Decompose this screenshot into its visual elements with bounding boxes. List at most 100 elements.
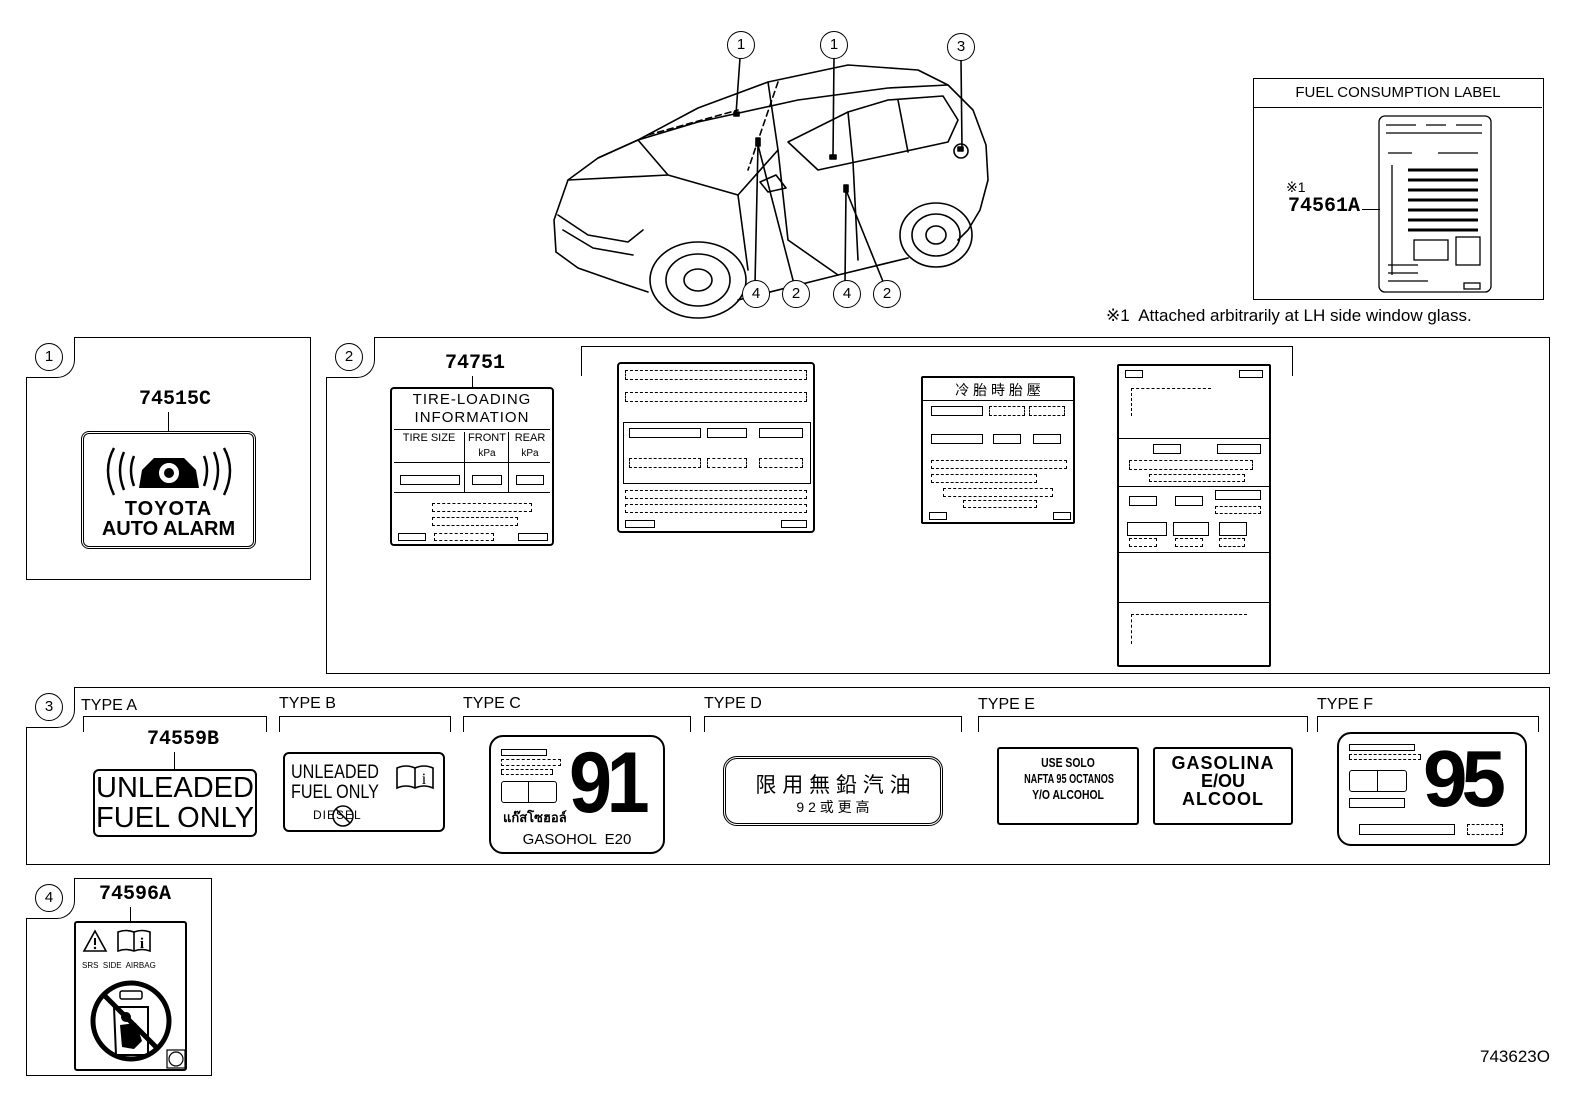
cjk-line (931, 460, 1067, 469)
callout-1: 1 (35, 343, 63, 371)
type-e1-line3: Y/O ALCOHOL (1032, 787, 1104, 802)
type-f-box (1349, 770, 1407, 792)
panel-3-tab: 3 (26, 687, 75, 728)
tall-field (1219, 538, 1245, 547)
tall-field (1173, 522, 1209, 536)
type-f-number: 95 (1423, 734, 1506, 823)
cjk-line (943, 488, 1053, 497)
panel-4-tab: 4 (26, 878, 75, 919)
no-diesel-icon (332, 805, 354, 827)
type-f-footer (1467, 824, 1503, 835)
cjk-field (931, 434, 983, 444)
fuel-label-drawing (1378, 115, 1492, 293)
tall-divider (1119, 552, 1269, 553)
callout-1: 1 (820, 31, 848, 59)
panel-3-fuel-labels: 3 TYPE A TYPE B TYPE C TYPE D TYPE E TYP… (26, 687, 1550, 865)
callout-3: 3 (35, 693, 63, 721)
type-b-heading: TYPE B (279, 695, 336, 712)
type-c-number: 91 (569, 735, 650, 831)
tall-divider (1119, 438, 1269, 439)
type-f-box-divider (1377, 771, 1378, 791)
tall-line (1129, 460, 1253, 470)
tire-text-line (432, 503, 532, 512)
panel-2-tire-labels: 2 74751 TIRE-LOADING INFORMATION TIRE SI… (326, 337, 1550, 674)
svg-text:i: i (422, 771, 427, 788)
manual-info-icon: i (117, 929, 151, 953)
tall-divider (1119, 602, 1269, 603)
callout-3: 3 (947, 33, 975, 61)
tall-field (1153, 444, 1181, 454)
type-d-label: 限 用 無 鉛 汽 油 9 2 或 更 高 (723, 756, 943, 826)
type-a-leader (174, 752, 175, 770)
unit-rear: kPa (521, 448, 539, 459)
tire-label-cjk: 冷 胎 時 胎 壓 (921, 376, 1075, 524)
tire-loading-label: TIRE-LOADING INFORMATION TIRE SIZE FRONT… (390, 387, 554, 546)
tire-size-field (400, 475, 460, 485)
type-e1-line1: USE SOLO (1041, 755, 1095, 770)
panel-4-part-number: 74596A (99, 883, 172, 906)
panel-1-leader (168, 412, 169, 432)
panel-1-part-number: 74515C (139, 388, 212, 411)
figure-code: 743623O (1480, 1047, 1550, 1066)
label-corner-circle-icon (166, 1049, 186, 1069)
rear-kpa-field (516, 475, 544, 485)
panel-4-airbag-label: 4 74596A i SRS SIDE AIRBAG (26, 878, 212, 1076)
tall-field (1127, 522, 1167, 536)
tire-table: TIRE SIZE FRONT REAR kPa kPa (394, 429, 550, 493)
tall-field (1239, 370, 1263, 378)
label-field (629, 458, 701, 468)
label-field (629, 428, 701, 438)
panel-1-auto-alarm: 1 74515C TOYOTA AUTO ALARM (26, 337, 311, 580)
type-a-heading: TYPE A (81, 697, 138, 714)
warning-triangle-icon (82, 929, 108, 952)
fuel-label-title: FUEL CONSUMPTION LABEL (1254, 79, 1542, 108)
type-e2-line3: ALCOOL (1182, 789, 1264, 809)
tire-text-line (432, 517, 518, 526)
tire-label-variant-2 (617, 362, 815, 533)
label-field (759, 458, 803, 468)
type-a-bracket (83, 716, 267, 732)
cjk-field (1029, 406, 1065, 416)
auto-alarm-line1: TOYOTA (124, 498, 213, 520)
type-e2-line1: GASOLINA (1171, 753, 1275, 773)
callout-1: 1 (727, 31, 755, 59)
panel-4-leader (130, 907, 131, 923)
type-e-bracket (978, 716, 1308, 732)
fuel-label-leader (1362, 209, 1380, 210)
type-d-bracket (704, 716, 962, 732)
tall-divider (1119, 486, 1269, 487)
type-d-line1: 限 用 無 鉛 汽 油 (755, 774, 911, 797)
tire-table-divider (394, 462, 550, 463)
tire-footer-line (434, 533, 494, 541)
cjk-line (963, 500, 1037, 508)
cjk-field (993, 434, 1021, 444)
fuel-label-ref: ※1 (1286, 179, 1306, 195)
type-e-label-2: GASOLINA E/OU ALCOOL (1153, 747, 1293, 825)
panel-2-tab: 2 (326, 337, 375, 378)
tall-field (1175, 538, 1203, 547)
type-f-line (1349, 744, 1415, 751)
type-c-bracket (463, 716, 691, 732)
type-b-label: UNLEADED FUEL ONLY i DIESEL (283, 752, 445, 832)
type-e2-line2: E/OU (1200, 771, 1245, 791)
cjk-field (989, 406, 1025, 416)
alarm-car-icon (106, 447, 232, 496)
tall-field (1129, 538, 1157, 547)
auto-alarm-line2: AUTO ALARM (101, 518, 236, 540)
type-f-footer (1359, 824, 1455, 835)
label-line (625, 504, 807, 513)
label-field (707, 428, 747, 438)
cjk-line (931, 474, 1037, 483)
label-field (759, 428, 803, 438)
tall-field (1129, 496, 1157, 506)
label-line (625, 490, 807, 499)
type-e-heading: TYPE E (978, 696, 1035, 713)
label-table (623, 422, 811, 484)
type-a-line1: UNLEADED (96, 772, 254, 804)
cjk-label-title: 冷 胎 時 胎 壓 (923, 380, 1073, 401)
type-c-box-divider (528, 782, 529, 802)
type-f-label: 95 (1337, 732, 1527, 846)
auto-alarm-label: TOYOTA AUTO ALARM (81, 431, 256, 549)
type-c-heading: TYPE C (463, 695, 521, 712)
type-b-line2: FUEL ONLY (291, 782, 379, 803)
